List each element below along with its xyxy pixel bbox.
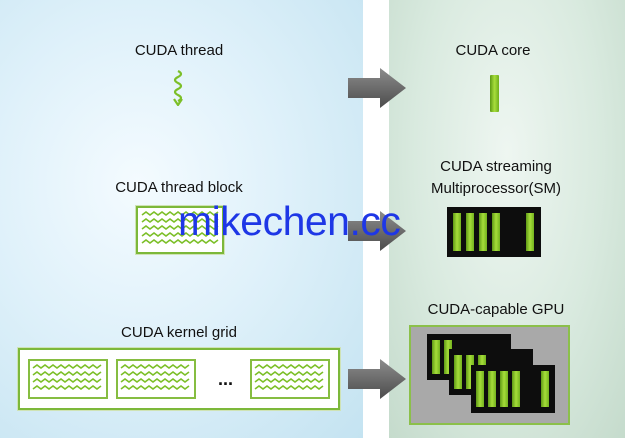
watermark-text: mikechen.cc	[178, 198, 401, 244]
right-arrow-icon	[348, 359, 406, 399]
sm-core-bar	[512, 371, 520, 407]
grid-ellipsis: ...	[218, 369, 234, 389]
gpu-icon	[409, 325, 570, 425]
sm-core-bar	[476, 371, 484, 407]
grid-thread-block	[116, 359, 196, 399]
thread-grid-pattern-icon	[254, 364, 324, 390]
label-sm-line1: CUDA streaming	[440, 158, 552, 175]
sm-core-bar	[444, 340, 452, 374]
sm-core-bar	[526, 213, 534, 251]
label-sm-line2: Multiprocessor(SM)	[430, 180, 562, 197]
green-bar-core-icon	[490, 75, 499, 112]
label-cuda-kernel-grid: CUDA kernel grid	[121, 324, 237, 341]
sm-core-bar	[488, 371, 496, 407]
sm-core-bar	[432, 340, 440, 374]
label-cuda-capable-gpu: CUDA-capable GPU	[427, 301, 565, 318]
grid-thread-block	[250, 359, 330, 399]
thread-grid-pattern-icon	[32, 364, 102, 390]
label-cuda-thread: CUDA thread	[134, 42, 224, 59]
sm-core-bar	[454, 355, 462, 389]
thread-block-icon	[136, 206, 224, 254]
grid-thread-block	[28, 359, 108, 399]
sm-core-bar	[479, 213, 487, 251]
sm-core-bar	[492, 213, 500, 251]
label-cuda-thread-block: CUDA thread block	[115, 179, 243, 196]
sm-core-bar	[466, 213, 474, 251]
thread-grid-pattern-icon	[120, 364, 190, 390]
gpu-sm-layer	[471, 365, 555, 413]
squiggle-thread-icon	[173, 70, 183, 106]
right-arrow-icon	[348, 211, 406, 251]
label-cuda-core: CUDA core	[455, 42, 531, 59]
streaming-multiprocessor-icon	[447, 207, 541, 257]
sm-core-bar	[453, 213, 461, 251]
kernel-grid-icon	[18, 348, 340, 410]
sm-core-bar	[500, 371, 508, 407]
sm-core-bar	[466, 355, 474, 389]
thread-grid-pattern-icon	[141, 211, 219, 244]
right-arrow-icon	[348, 68, 406, 108]
sm-core-bar	[541, 371, 549, 407]
